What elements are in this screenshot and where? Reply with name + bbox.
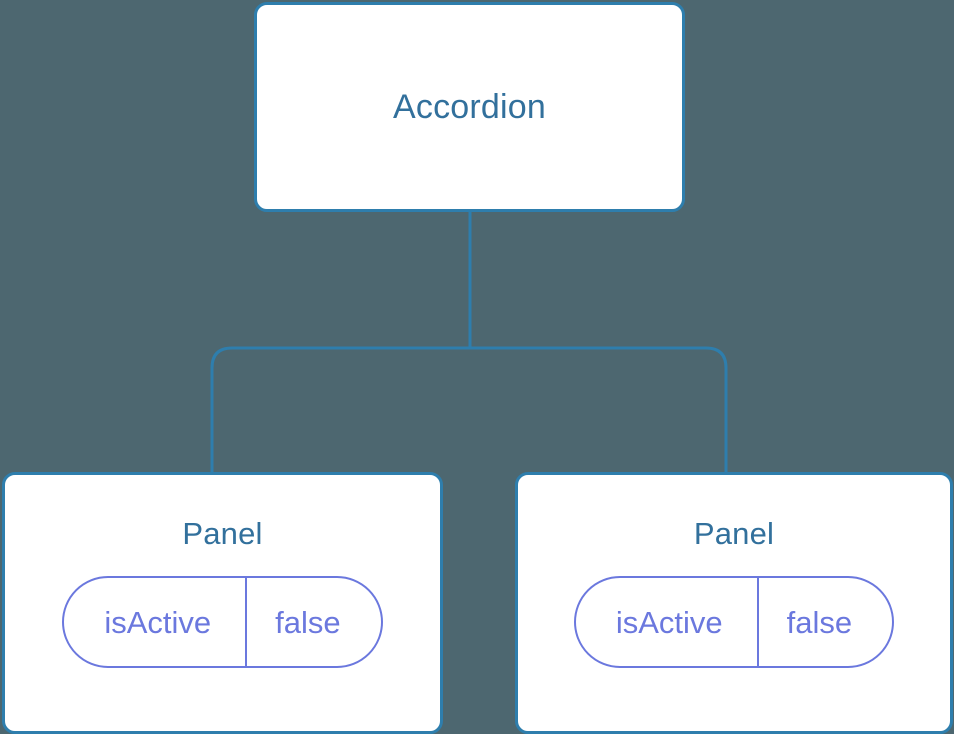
prop-value: false bbox=[275, 604, 341, 640]
node-panel-2[interactable]: Panel isActive false bbox=[515, 472, 953, 734]
connector-branch-right bbox=[470, 346, 728, 474]
node-title: Panel bbox=[693, 516, 775, 551]
node-title: Accordion bbox=[393, 88, 546, 126]
node-title: Panel bbox=[182, 516, 263, 551]
node-accordion[interactable]: Accordion bbox=[254, 2, 685, 212]
node-panel-1[interactable]: Panel isActive false bbox=[2, 472, 443, 734]
prop-key: isActive bbox=[64, 578, 248, 666]
connector-branch-left bbox=[210, 346, 470, 474]
prop-pill-isactive[interactable]: isActive false bbox=[62, 576, 383, 668]
prop-value: false bbox=[786, 604, 853, 640]
prop-pill-isactive[interactable]: isActive false bbox=[573, 576, 895, 668]
prop-key: isActive bbox=[576, 578, 759, 666]
